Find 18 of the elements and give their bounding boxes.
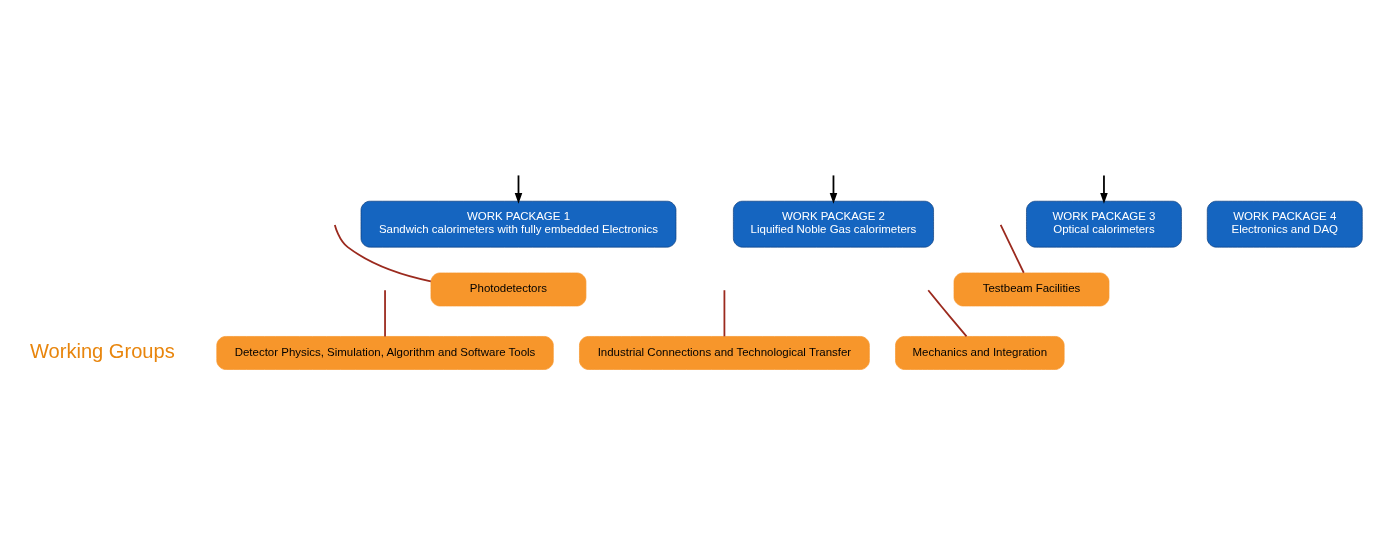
node-box: Testbeam Facilities <box>953 272 1110 306</box>
node-box: WORK PACKAGE 3 Optical calorimeters <box>1026 200 1182 247</box>
label: Working Groups <box>30 339 175 362</box>
node-box: Detector Physics, Simulation, Algorithm and Software Tools <box>216 335 554 370</box>
node-box: Industrial Connections and Technological Transfer <box>579 335 870 370</box>
node-box: Mechanics and Integration <box>895 335 1065 370</box>
connector <box>384 288 386 337</box>
connector <box>333 223 432 282</box>
arrow <box>514 174 523 204</box>
node-box: WORK PACKAGE 2 Liquified Noble Gas calorimeters <box>733 200 934 247</box>
arrow <box>829 174 838 204</box>
connector <box>999 223 1025 274</box>
connector <box>927 288 968 337</box>
arrow <box>1100 174 1108 204</box>
node-box: WORK PACKAGE 1 Sandwich calorimeters with fully embedded Electronics <box>360 200 677 247</box>
node-box: Photodetectors <box>430 272 587 306</box>
node-box: WORK PACKAGE 4 Electronics and DAQ <box>1206 200 1363 247</box>
connector <box>723 288 726 337</box>
